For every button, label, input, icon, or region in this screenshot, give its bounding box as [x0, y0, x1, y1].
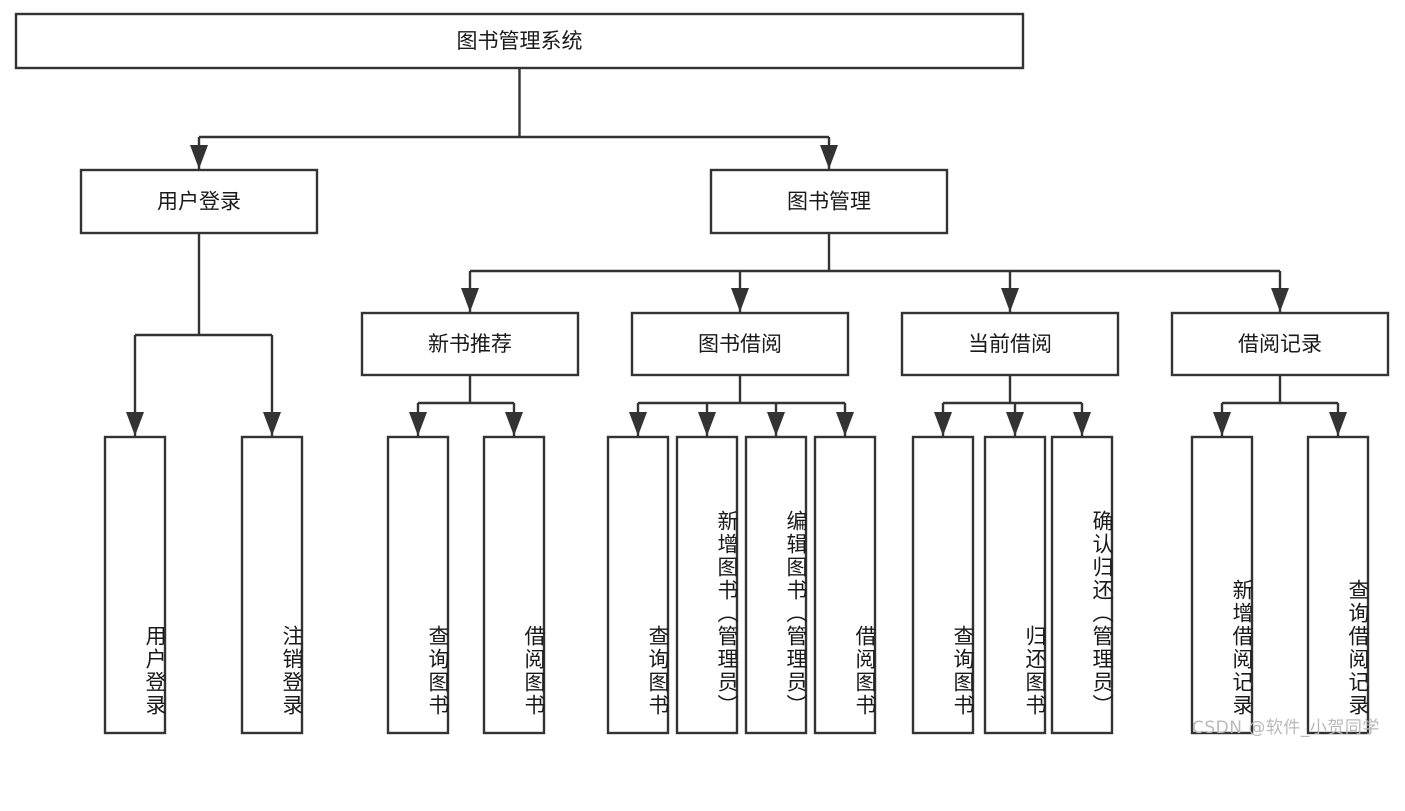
node-label-root: 图书管理系统 — [457, 29, 583, 53]
node-box-leaf-borrow-book[interactable] — [813, 435, 877, 735]
arrow-head-leaf-logout-login — [263, 412, 281, 436]
node-box-leaf-add-book-admin[interactable] — [675, 435, 739, 735]
node-box-current-borrow[interactable] — [900, 311, 1120, 377]
arrow-head-user-login — [190, 145, 208, 169]
node-label-book-manage: 图书管理 — [787, 190, 871, 214]
arrow-head-leaf-user-login — [126, 412, 144, 436]
node-label-book-borrow: 图书借阅 — [698, 332, 782, 356]
node-box-leaf-edit-book-admin[interactable] — [744, 435, 808, 735]
arrow-head-leaf-query-book-borrow — [629, 412, 647, 436]
node-box-book-manage[interactable] — [709, 168, 949, 235]
arrow-head-borrow-record — [1271, 288, 1289, 312]
node-box-leaf-return-book[interactable] — [983, 435, 1047, 735]
node-label-current-borrow: 当前借阅 — [968, 332, 1052, 356]
arrow-head-leaf-query-book-current — [934, 412, 952, 436]
node-label-borrow-record: 借阅记录 — [1238, 332, 1322, 356]
node-box-leaf-borrow-book-recommend[interactable] — [482, 435, 546, 735]
arrow-head-new-book-recommend — [461, 288, 479, 312]
arrow-head-book-manage — [820, 145, 838, 169]
node-box-leaf-query-book-borrow[interactable] — [606, 435, 670, 735]
node-box-borrow-record[interactable] — [1170, 311, 1390, 377]
node-box-root[interactable] — [14, 12, 1025, 70]
connector-layer — [126, 68, 1347, 436]
node-box-leaf-user-login[interactable] — [103, 435, 167, 735]
diagram-canvas: 图书管理系统用户登录图书管理新书推荐图书借阅当前借阅借阅记录 用户登录注销登录查… — [14, 12, 1390, 738]
node-box-layer — [14, 12, 1390, 735]
node-box-leaf-confirm-return-admin[interactable] — [1050, 435, 1114, 735]
node-box-leaf-query-borrow-record[interactable] — [1306, 435, 1370, 735]
arrow-head-leaf-confirm-return-admin — [1073, 412, 1091, 436]
node-box-book-borrow[interactable] — [630, 311, 850, 377]
arrow-head-leaf-query-borrow-record — [1329, 412, 1347, 436]
arrow-head-leaf-query-book-recommend — [409, 412, 427, 436]
node-box-new-book-recommend[interactable] — [360, 311, 580, 377]
arrow-head-book-borrow — [731, 288, 749, 312]
node-box-leaf-add-borrow-record[interactable] — [1190, 435, 1254, 735]
arrow-head-leaf-borrow-book — [836, 412, 854, 436]
arrow-head-leaf-add-book-admin — [698, 412, 716, 436]
csdn-watermark: CSDN @软件_小贺同学 — [1192, 718, 1380, 738]
node-label-user-login: 用户登录 — [157, 190, 241, 214]
arrow-head-leaf-borrow-book-recommend — [505, 412, 523, 436]
node-box-leaf-query-book-recommend[interactable] — [386, 435, 450, 735]
arrow-head-leaf-add-borrow-record — [1213, 412, 1231, 436]
arrow-head-leaf-edit-book-admin — [767, 412, 785, 436]
node-label-new-book-recommend: 新书推荐 — [428, 332, 512, 356]
arrow-head-leaf-return-book — [1006, 412, 1024, 436]
arrow-head-current-borrow — [1001, 288, 1019, 312]
node-box-leaf-logout-login[interactable] — [240, 435, 304, 735]
node-box-leaf-query-book-current[interactable] — [911, 435, 975, 735]
node-box-user-login[interactable] — [79, 168, 319, 235]
